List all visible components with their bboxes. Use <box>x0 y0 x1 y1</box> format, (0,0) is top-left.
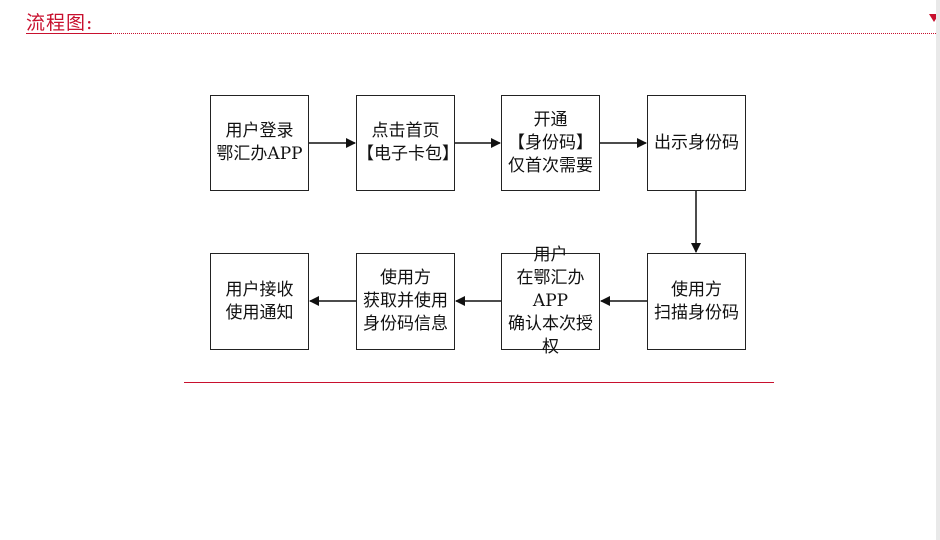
flow-step-use-info: 使用方 获取并使用 身份码信息 <box>356 253 455 350</box>
flow-step-login: 用户登录 鄂汇办APP <box>210 95 309 191</box>
flow-step-confirm-auth-line-2: 在鄂汇办APP <box>516 268 585 311</box>
flow-step-activate: 开通 【身份码】 仅首次需要 <box>501 95 600 191</box>
corner-marker-icon <box>929 14 939 22</box>
flow-step-receive-notice: 用户接收 使用通知 <box>210 253 309 350</box>
flow-step-ecard-line-2: 【电子卡包】 <box>357 144 459 164</box>
flow-step-receive-notice-line-1: 用户接收 <box>225 279 294 300</box>
flow-step-login-line-2: 鄂汇办APP <box>216 144 303 164</box>
flow-step-confirm-auth: 用户 在鄂汇办APP 确认本次授权 <box>501 245 600 357</box>
header-dotted-divider <box>26 33 938 34</box>
flow-step-show-code: 出示身份码 <box>647 95 746 191</box>
flow-step-scan-code: 使用方 扫描身份码 <box>647 253 746 350</box>
flow-step-ecard-line-1: 点击首页 <box>371 121 440 141</box>
flow-step-login-line-1: 用户登录 <box>225 121 294 141</box>
flow-step-scan-code-line-2: 扫描身份码 <box>654 302 739 323</box>
flow-step-confirm-auth-line-3: 确认本次授权 <box>508 314 593 357</box>
flow-step-activate-line-3: 仅首次需要 <box>508 155 593 176</box>
page-right-edge <box>936 0 940 540</box>
flow-step-use-info-line-1: 使用方 <box>380 268 431 288</box>
bottom-divider <box>184 382 774 383</box>
flow-step-activate-line-2: 【身份码】 <box>508 132 593 153</box>
flow-step-use-info-line-3: 身份码信息 <box>363 314 448 334</box>
flow-step-scan-code-line-1: 使用方 <box>671 279 722 300</box>
flow-step-receive-notice-line-2: 使用通知 <box>225 302 294 323</box>
flow-step-show-code-line-1: 出示身份码 <box>654 132 739 153</box>
flow-step-ecard: 点击首页 【电子卡包】 <box>356 95 459 191</box>
header-title-text: 流程图: <box>26 12 94 34</box>
flow-step-confirm-auth-line-1: 用户 <box>533 245 568 265</box>
flow-step-use-info-line-2: 获取并使用 <box>363 291 448 311</box>
flow-step-activate-line-1: 开通 <box>533 109 568 130</box>
